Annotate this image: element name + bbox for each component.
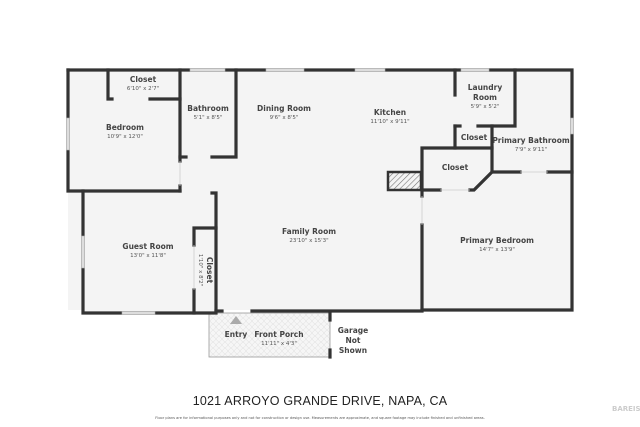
room-entry: Entry <box>224 330 248 339</box>
room-closet-primary: Closet <box>441 163 469 172</box>
entry-arrow-icon <box>230 316 242 324</box>
windows <box>66 68 574 315</box>
fireplace-hatch <box>386 170 423 192</box>
door-openings <box>179 161 548 290</box>
front-porch-tiles <box>208 312 331 358</box>
garage-note: Garage Not Shown <box>337 326 369 355</box>
disclaimer: Floor plans are for informational purpos… <box>155 416 485 420</box>
walls <box>66 68 574 359</box>
property-address: 1021 ARROYO GRANDE DRIVE, NAPA, CA <box>192 394 448 408</box>
room-closet-small: Closet <box>460 133 488 142</box>
watermark-logo: BAREIS <box>612 405 640 413</box>
